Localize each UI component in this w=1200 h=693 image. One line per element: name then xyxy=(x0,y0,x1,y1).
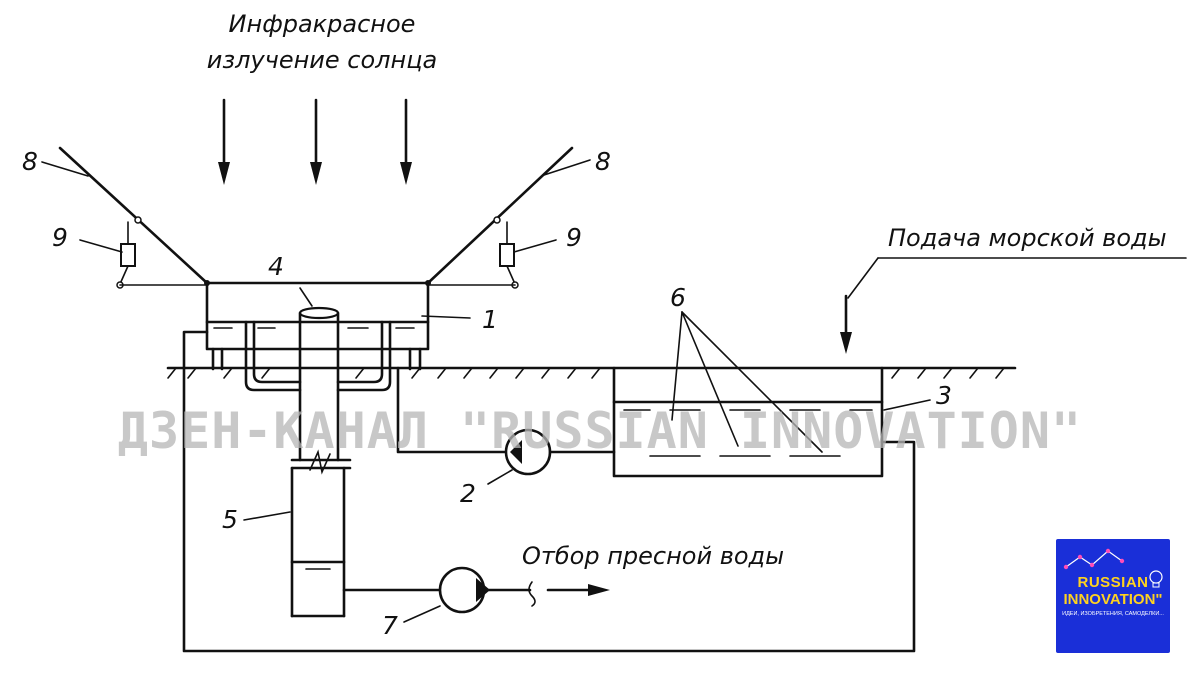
infrared-arrow-right xyxy=(400,98,412,185)
logo-line2: INNOVATION" xyxy=(1063,591,1163,608)
evaporator-chamber xyxy=(204,280,471,371)
vapor-pipe xyxy=(298,287,340,462)
infrared-caption-line1: Инфракрасное xyxy=(229,10,416,38)
label-5: 5 xyxy=(222,505,238,534)
logo-tagline: ИДЕИ, ИЗОБРЕТЕНИЯ, САМОДЕЛКИ... xyxy=(1062,611,1164,617)
logo-graph-icon xyxy=(1063,548,1163,588)
infrared-arrow-left xyxy=(218,98,230,185)
label-8-left: 8 xyxy=(22,147,38,176)
label-2: 2 xyxy=(460,479,476,508)
watermark: ДЗЕН-КАНАЛ "RUSSIAN INNOVATION" xyxy=(118,402,1082,460)
condensate-tubes xyxy=(244,320,392,392)
sea-water-caption: Подача морской воды xyxy=(888,224,1167,252)
heat-elements xyxy=(649,311,841,457)
support-right xyxy=(427,216,557,289)
reflector-right xyxy=(426,146,591,285)
reflector-left xyxy=(41,146,209,285)
support-left xyxy=(79,216,208,289)
label-7: 7 xyxy=(382,611,398,640)
label-1: 1 xyxy=(482,305,498,334)
infrared-caption: Инфракрасное излучение солнца xyxy=(207,10,437,74)
feed-pump xyxy=(396,366,616,485)
fresh-water-caption: Отбор пресной воды xyxy=(522,542,784,570)
seawater-tank xyxy=(612,366,931,478)
label-9-left: 9 xyxy=(52,223,68,252)
sea-water-inlet: Подача морской воды xyxy=(840,224,1187,354)
logo-line1: RUSSIAN xyxy=(1077,574,1149,591)
label-6: 6 xyxy=(670,283,686,312)
infrared-caption-line2: излучение солнца xyxy=(207,46,437,74)
label-3: 3 xyxy=(936,381,952,410)
channel-logo: RUSSIAN INNOVATION" ИДЕИ, ИЗОБРЕТЕНИЯ, С… xyxy=(1056,539,1170,653)
well-shaft xyxy=(243,449,352,618)
return-line xyxy=(182,330,916,653)
fresh-water-pump xyxy=(342,566,610,623)
infrared-arrows xyxy=(218,98,412,185)
ground-line xyxy=(166,366,1017,379)
infrared-arrow-center xyxy=(310,98,322,185)
lightbulb-icon xyxy=(1149,570,1163,588)
label-4: 4 xyxy=(268,252,284,281)
label-9-right: 9 xyxy=(566,223,582,252)
label-8-right: 8 xyxy=(595,147,611,176)
